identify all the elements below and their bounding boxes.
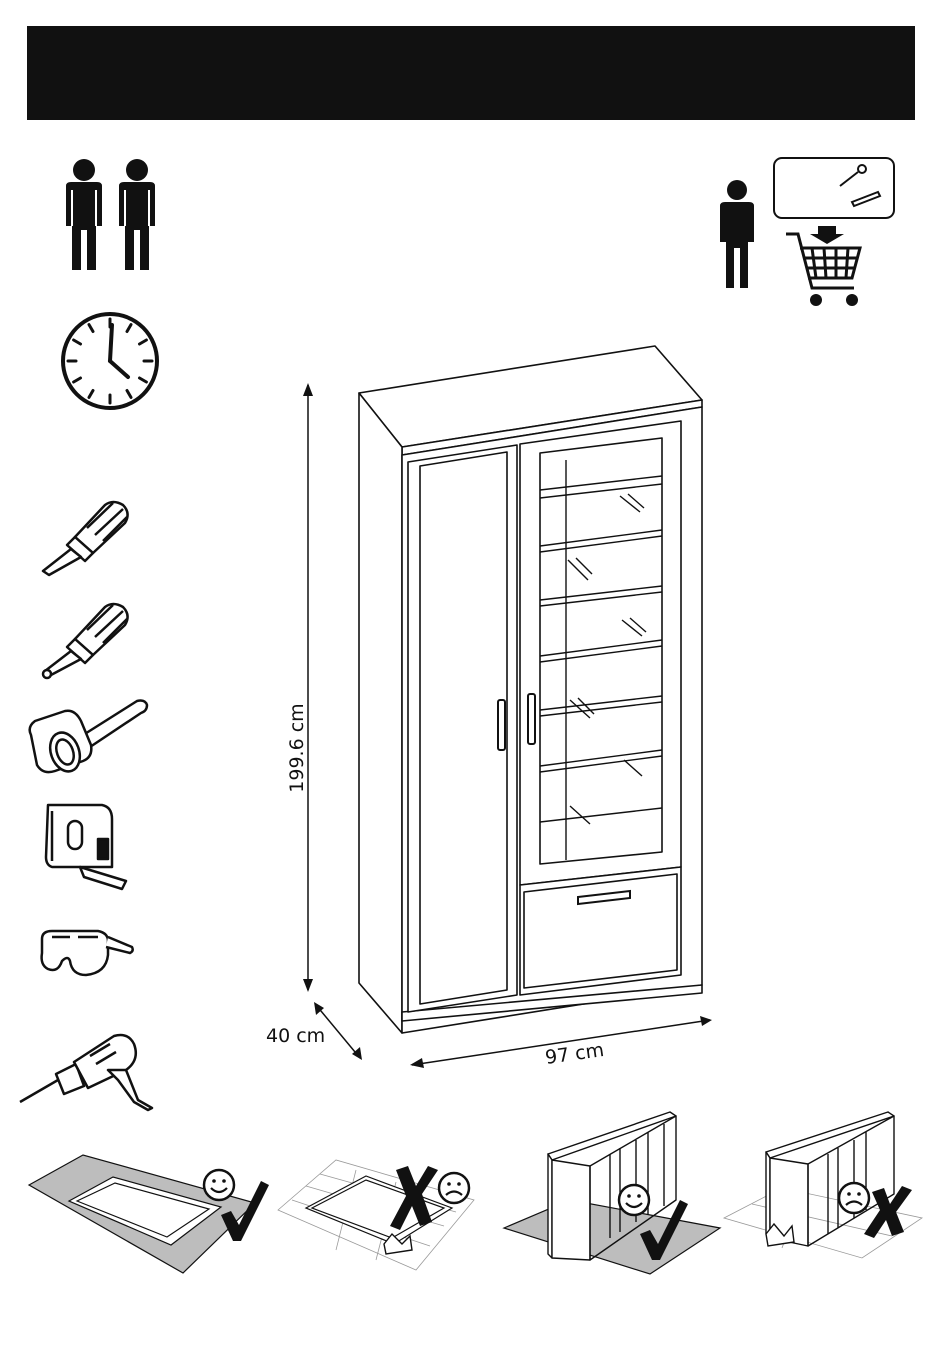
height-dimension-label: 199.6 cm (286, 688, 308, 808)
hard-floor-carcass-icon (722, 1108, 927, 1263)
depth-dimension-label: 40 cm (266, 1025, 325, 1047)
rug-carcass-icon (500, 1108, 725, 1278)
hard-floor-panel-icon (276, 1150, 476, 1275)
rug-flat-panel-icon (25, 1125, 275, 1275)
